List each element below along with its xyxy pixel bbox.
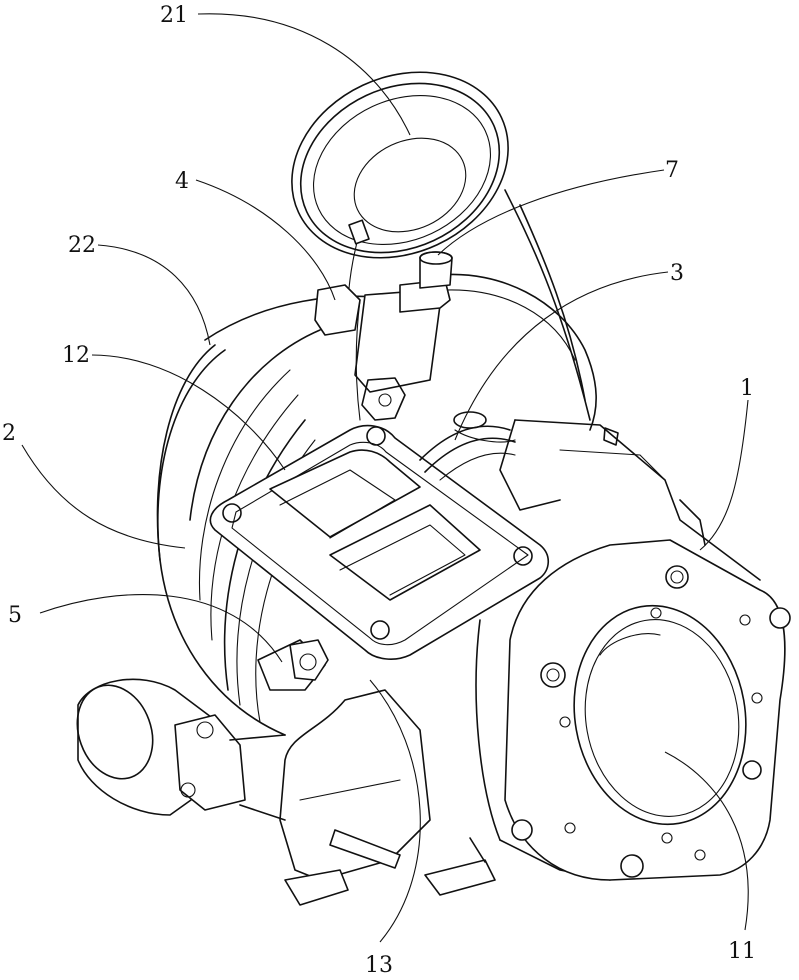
leader-21 [197,13,411,136]
inlet-flange [209,424,550,660]
outlet-flange [504,539,791,881]
leader-4 [195,179,336,301]
flange-bolts [511,565,791,878]
side-fitting [76,678,286,821]
leader-2 [21,444,186,549]
label-2: 2 [2,421,16,446]
label-3: 3 [670,261,684,286]
leader-22 [97,244,211,346]
reference-labels: 21 4 7 22 3 12 1 2 5 13 11 [2,3,756,978]
stud [603,427,619,446]
wastegate-linkage [419,411,516,481]
leader-11 [664,751,749,931]
label-13: 13 [365,953,393,978]
actuator-assembly [314,251,453,421]
turbine-housing [439,273,761,881]
leader-3 [454,271,669,441]
label-4: 4 [175,169,189,194]
leader-13 [369,679,421,943]
label-5: 5 [8,603,22,628]
label-1: 1 [740,376,754,401]
leader-12 [91,354,286,471]
label-21: 21 [160,3,188,28]
label-12: 12 [62,343,90,368]
label-22: 22 [68,233,96,258]
leader-7 [437,169,665,256]
inlet-ring [291,71,591,421]
leader-5 [39,593,283,663]
leader-lines [21,13,749,943]
label-11: 11 [728,939,756,964]
lower-bracket [257,639,496,906]
leader-1 [699,399,749,551]
label-7: 7 [665,158,679,183]
